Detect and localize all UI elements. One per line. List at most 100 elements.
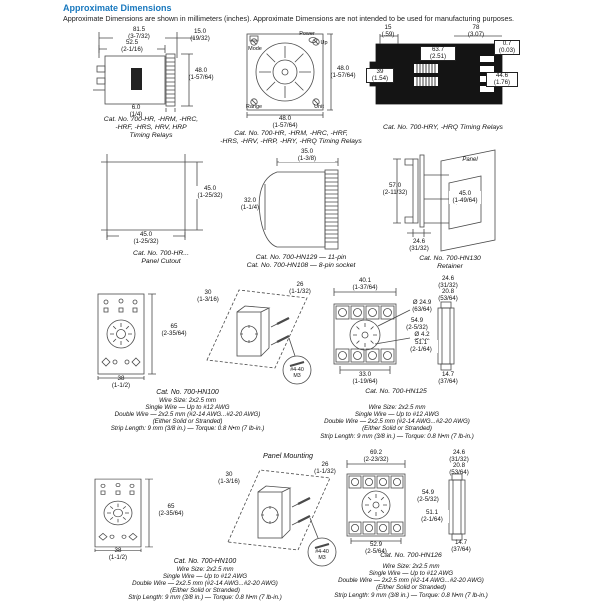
- fig-relay-side-view: 81.5 (3-7/32) 52.5 (2-1/16) 15.0 (19/32)…: [85, 26, 217, 140]
- dim-label: 81.5 (3-7/32): [113, 26, 165, 41]
- hn100-spec-block: Cat. No. 700-HN100 Wire Size: 2x2.5 mm S…: [95, 389, 280, 433]
- spec-line: Double Wire — 2x2.5 mm (#2-14 AWG...#2-2…: [338, 577, 484, 585]
- dim-label: 48.0 (1-57/64): [188, 67, 214, 81]
- hn126-spec-block: Wire Size: 2x2.5 mm Single Wire — Up to …: [330, 563, 492, 599]
- spec-line: Strip Length: 9 mm (3/8 in.) — Torque: 0…: [334, 591, 488, 599]
- relay-front-view-drawing: [246, 33, 333, 118]
- dim-label: 38 (1-1/2): [108, 547, 128, 561]
- dim-label: 39 (1.54): [366, 68, 394, 84]
- dim-label: 15.0 (19/32): [190, 28, 210, 42]
- dim-label: 24.6 (31/32): [409, 238, 429, 252]
- figure-caption: Cat. No. 700-HR, -HRM, -HRC, -HRF, -HRS,…: [220, 130, 362, 145]
- fig-hn126: 69.2 (2-23/32) 52.9 (2-5/64) 24.6 (31/32…: [335, 449, 487, 562]
- spec-line: Wire Size: 2x2.5 mm: [176, 565, 234, 573]
- dim-label: 32.0 (1-1/4): [240, 197, 260, 211]
- dim-label: 14.7 (37/64): [438, 371, 458, 385]
- range-label: Range: [245, 104, 263, 110]
- fig-hn100-front-bottom: 65 (2-35/64) 38 (1-1/2): [85, 474, 191, 561]
- hn125-spec-block: Wire Size: 2x2.5 mm Single Wire — Up to …: [318, 404, 476, 440]
- fig-retainer: 57.0 (2-11/32) 24.6 (31/32) Panel 45.0 (…: [383, 145, 517, 271]
- dim-label: 52.5 (2-1/16): [107, 39, 157, 54]
- fig-hn100-front: 65 (2-35/64) 38 (1-1/2): [88, 288, 194, 389]
- spec-line: (Either Solid or Stranded): [152, 418, 223, 426]
- dim-label: 30 (1-3/16): [197, 289, 219, 303]
- fig-socket-side-view: 35.0 (1-3/8) 32.0 (1-1/4) Cat. No. 700-H…: [235, 148, 367, 270]
- dim-label: 35.0 (1-3/8): [279, 148, 335, 163]
- dim-label: 63.7 (2.51): [420, 46, 456, 62]
- panel-mounting-drawing: [227, 469, 337, 567]
- dim-label: 26 (1-1/32): [314, 461, 336, 475]
- dim-label: 24.6 (31/32): [438, 275, 458, 289]
- page-title: Approximate Dimensions: [63, 3, 172, 13]
- spec-line: Strip Length: 9 mm (3/8 in.) — Torque: 0…: [320, 432, 474, 440]
- dim-label: 30 (1-3/16): [218, 471, 240, 485]
- hn100-front-drawing: [97, 293, 156, 380]
- panel-label: Panel: [462, 157, 478, 163]
- spec-line: Single Wire — Up to #12 AWG: [162, 573, 248, 581]
- power-label: Power: [299, 31, 315, 37]
- spec-line: (Either Solid or Stranded): [362, 425, 432, 433]
- spec-line: (Either Solid or Stranded): [376, 584, 446, 592]
- figure-caption: Cat. No. 700-HR... Panel Cutout: [133, 250, 189, 265]
- spec-line: Single Wire — Up to #12 AWG: [145, 404, 230, 412]
- fig-panel-mounting-3d: 30 (1-3/16) 26 (1-1/32) #4-40 M3: [212, 461, 342, 572]
- spec-line: Wire Size: 2x2.5 mm: [382, 563, 440, 570]
- dim-label: 69.2 (2-23/32): [363, 449, 389, 463]
- dim-label: 24.6 (31/32): [449, 449, 469, 463]
- dim-label: 65 (2-35/64): [161, 323, 187, 337]
- spec-line: Single Wire — Up to #12 AWG: [354, 411, 440, 419]
- spec-line: Wire Size: 2x2.5 mm: [368, 404, 426, 411]
- spec-line: (Either Solid or Stranded): [170, 587, 240, 595]
- figure-caption: Cat. No. 700-HR, -HRM, -HRC, -HRF, -HRS,…: [103, 116, 199, 139]
- fig-relay-front-view: Mode Power Up Range Unit 48.0 (1-57/64) …: [220, 28, 361, 144]
- hn100-spec-block-bottom: Cat. No. 700-HN100 Wire Size: 2x2.5 mm S…: [105, 558, 305, 602]
- dim-label: 20.8 (53/64): [449, 462, 469, 476]
- dim-label: 0.7 (0.03): [494, 40, 520, 56]
- hn126-drawing: [346, 460, 466, 544]
- fig-panel-cutout: 45.0 (1-25/32) 45.0 (1-25/32) Cat. No. 7…: [95, 150, 227, 268]
- dim-label: 45.0 (1-25/32): [119, 231, 173, 246]
- figure-caption: Cat. No. 700-HRY, -HRQ Timing Relays: [383, 124, 503, 131]
- mode-label: Mode: [248, 46, 262, 52]
- dim-label: 45.0 (1-49/64): [449, 190, 481, 205]
- figure-caption: Cat. No. 700-HN126: [380, 552, 442, 559]
- spec-line: Double Wire — 2x2.5 mm (#2-14 AWG...#2-2…: [324, 418, 470, 426]
- fig-socket-exploded-3d: 30 (1-3/16) 26 (1-1/32) #4-40 M3: [193, 281, 315, 390]
- dim-label: 15 (.59): [381, 24, 395, 38]
- hn100-front-drawing: [94, 478, 153, 552]
- dim-label: 48.0 (1-57/64): [257, 115, 313, 130]
- dim-label: 38 (1-1/2): [111, 375, 131, 389]
- spec-line: Single Wire — Up to #12 AWG: [368, 570, 454, 578]
- dim-label: 33.0 (1-19/64): [352, 371, 378, 385]
- dim-label: 20.8 (53/64): [438, 288, 458, 302]
- dim-label: 6.0 (1/4): [129, 104, 143, 118]
- socket-exploded-drawing: [206, 289, 312, 385]
- unit-label: Unit: [314, 104, 324, 110]
- up-label: Up: [320, 40, 328, 46]
- figure-caption: Cat. No. 700-HN129 — 11-pin Cat. No. 700…: [246, 254, 356, 269]
- dim-label: 48.0 (1-57/64): [330, 65, 356, 79]
- spec-line: Wire Size: 2x2.5 mm: [158, 396, 217, 404]
- dim-label: 54.9 (2-5/32): [411, 489, 445, 504]
- dim-label: 57.0 (2-11/32): [382, 182, 408, 196]
- screw-callout-label: #4-40 M3: [290, 367, 304, 379]
- dim-label: 45.0 (1-25/32): [193, 185, 227, 200]
- panel-mounting-title: Panel Mounting: [263, 451, 313, 460]
- page-subtitle: Approximate Dimensions are shown in mill…: [63, 14, 515, 23]
- fig-hry-hrq-view: 15 (.59) 78 (3.07) 0.7 (0.03) 63.7 (2.51…: [366, 24, 520, 140]
- catalog-number: Cat. No. 700-HN100: [156, 389, 219, 396]
- hn125-drawing: [333, 288, 455, 374]
- figure-caption: Cat. No. 700-HN125: [365, 388, 427, 395]
- dim-label: 44.6 (1.76): [486, 72, 518, 88]
- dim-label: Ø 24.9 (63/64): [412, 299, 432, 313]
- spec-line: Strip Length: 9 mm (3/8 in.) — Torque: 0…: [110, 425, 265, 433]
- dim-label: 54.9 (2-5/32): [400, 317, 434, 332]
- dim-label: 40.1 (1-37/64): [352, 277, 378, 291]
- dim-label: 78 (3.07): [467, 24, 485, 38]
- dim-label: 26 (1-1/32): [289, 281, 311, 295]
- spec-line: Double Wire — 2x2.5 mm (#2-14 AWG...#2-2…: [114, 411, 261, 419]
- dim-label: 14.7 (37/64): [451, 539, 471, 553]
- fig-hn125: 40.1 (1-37/64) 33.0 (1-19/64) Ø 24.9 (63…: [320, 275, 472, 402]
- dim-label: 51.1 (2-1/64): [415, 509, 449, 524]
